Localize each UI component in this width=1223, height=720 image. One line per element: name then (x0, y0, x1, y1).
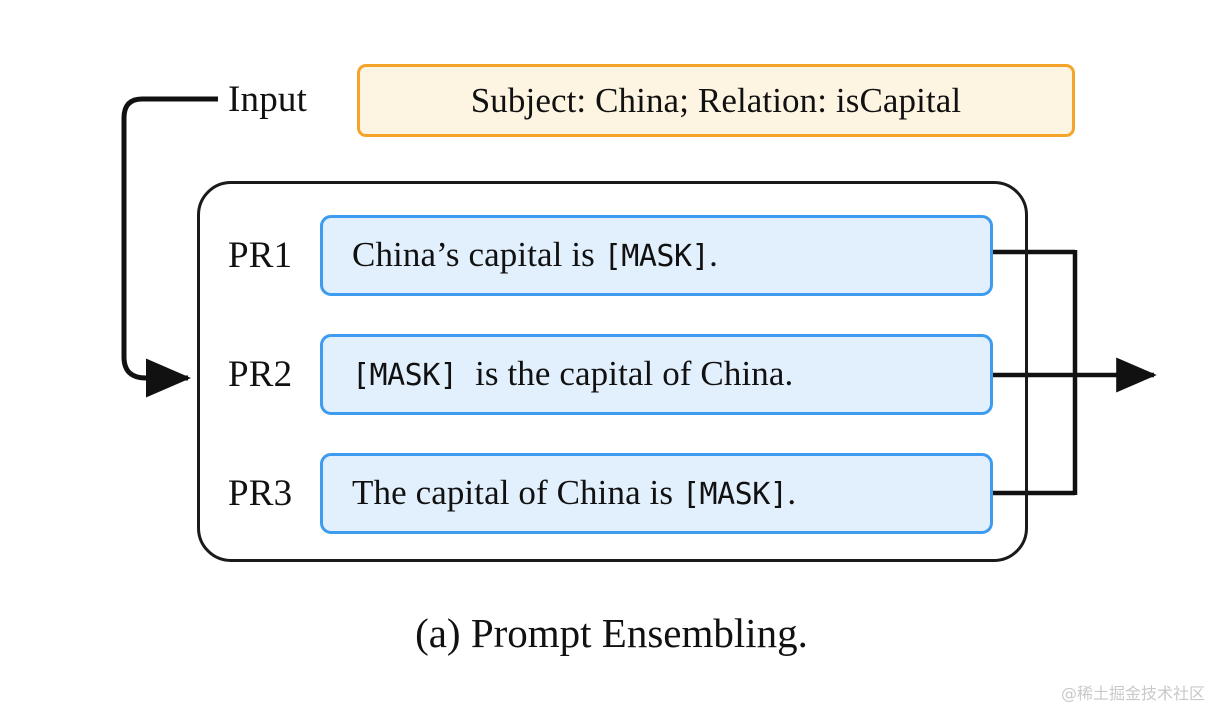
prompt-row: PR3 The capital of China is [MASK]. (228, 453, 1018, 534)
prompt-post-pr3: . (787, 472, 797, 512)
figure-caption: (a) Prompt Ensembling. (415, 610, 808, 656)
prompt-ensemble-container: PR1 China’s capital is [MASK]. PR2 [MASK… (197, 181, 1028, 562)
prompt-tag-pr1: PR1 (228, 234, 293, 276)
prompt-post-pr2: is the capital of China. (457, 353, 794, 393)
prompt-box-pr1[interactable]: China’s capital is [MASK]. (320, 215, 993, 296)
prompt-box-pr2[interactable]: [MASK] is the capital of China. (320, 334, 993, 415)
watermark: @稀土掘金技术社区 (1060, 684, 1205, 703)
prompt-text-pr2: [MASK] is the capital of China. (352, 353, 793, 397)
input-label: Input (228, 79, 308, 120)
prompt-pre-pr1: China’s capital is (352, 234, 604, 274)
prompt-row: PR1 China’s capital is [MASK]. (228, 215, 1018, 296)
prompt-box-pr3[interactable]: The capital of China is [MASK]. (320, 453, 993, 534)
mask-token-pr3: [MASK] (681, 476, 788, 512)
prompt-text-pr3: The capital of China is [MASK]. (352, 472, 796, 516)
input-value-box[interactable]: Subject: China; Relation: isCapital (357, 64, 1075, 137)
prompt-post-pr1: . (709, 234, 718, 274)
prompt-tag-pr2: PR2 (228, 353, 293, 395)
prompt-tag-pr3: PR3 (228, 472, 293, 514)
prompt-text-pr1: China’s capital is [MASK]. (352, 234, 718, 278)
mask-token-pr2: [MASK] (352, 357, 458, 393)
mask-token-pr1: [MASK] (603, 238, 710, 274)
prompt-row: PR2 [MASK] is the capital of China. (228, 334, 1018, 415)
input-value-text: Subject: China; Relation: isCapital (470, 80, 962, 120)
prompt-pre-pr3: The capital of China is (352, 472, 682, 512)
